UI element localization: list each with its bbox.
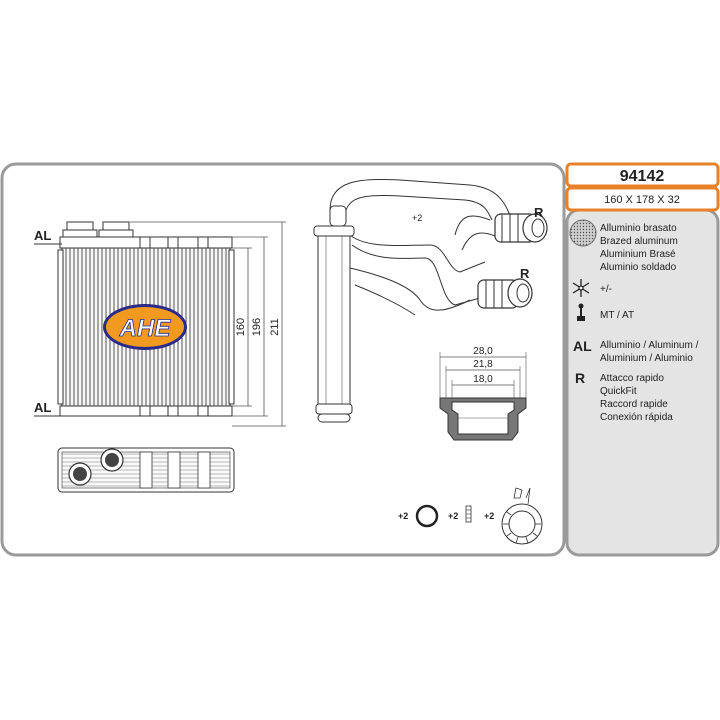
dim-tank-height: 196 — [251, 318, 263, 336]
quickfit-connector-lower — [477, 278, 533, 309]
al-text-line-2: Aluminium / Aluminio — [600, 353, 693, 364]
transmission-text: MT / AT — [600, 310, 634, 321]
r-text-en: QuickFit — [600, 386, 637, 397]
r-text-fr: Raccord rapide — [600, 399, 668, 410]
pin-icon — [465, 505, 472, 523]
accessories: +2 +2 +2 — [398, 487, 543, 545]
r-text-es: Conexión rápida — [600, 412, 673, 423]
tolerance-text: +/- — [600, 284, 612, 295]
pipe-dim-mid: 21,8 — [473, 359, 493, 370]
gear-shift-icon — [577, 303, 585, 321]
al-text-line-1: Alluminio / Aluminum / — [600, 340, 699, 351]
clip-quantity: +2 — [484, 511, 494, 521]
front-view: AL AL AHE 160 196 211 — [34, 221, 286, 427]
pipe-dim-inner: 18,0 — [473, 374, 493, 385]
r-text-it: Attacco rapido — [600, 373, 664, 384]
overall-dimensions: 160 X 178 X 32 — [604, 194, 680, 206]
connector-label-lower: R — [520, 266, 530, 281]
side-quantity-note: +2 — [412, 213, 422, 223]
al-symbol: AL — [573, 338, 592, 354]
tank-label-top: AL — [34, 228, 51, 243]
side-view: +2 R R — [313, 178, 548, 423]
logo-text: AHE — [119, 315, 172, 342]
brazed-aluminum-icon — [569, 219, 597, 247]
dimensions-box — [565, 186, 720, 212]
dim-core-height: 160 — [235, 318, 247, 336]
legend: Alluminio brasato Brazed aluminum Alumin… — [569, 219, 699, 423]
top-view — [57, 447, 235, 493]
material-en: Brazed aluminum — [600, 236, 678, 247]
oring-quantity: +2 — [398, 511, 408, 521]
material-fr: Aluminium Brasé — [600, 249, 676, 260]
material-it: Alluminio brasato — [600, 223, 677, 234]
pin-quantity: +2 — [448, 511, 458, 521]
quickfit-connector-upper — [494, 213, 548, 243]
r-symbol: R — [575, 370, 585, 386]
ahe-logo: AHE — [103, 304, 187, 350]
tank-label-bottom: AL — [34, 400, 51, 415]
pipe-section-view: 28,0 21,8 18,0 — [439, 346, 527, 441]
clip-icon — [501, 487, 543, 545]
connector-label-upper: R — [534, 205, 544, 220]
dim-total-height: 211 — [269, 318, 281, 336]
pipe-dim-outer: 28,0 — [473, 346, 493, 357]
snowflake-icon — [572, 279, 590, 297]
material-es: Aluminio soldado — [600, 262, 677, 273]
part-number: 94142 — [620, 168, 665, 185]
oring-icon — [415, 504, 439, 528]
part-number-box — [565, 162, 720, 188]
